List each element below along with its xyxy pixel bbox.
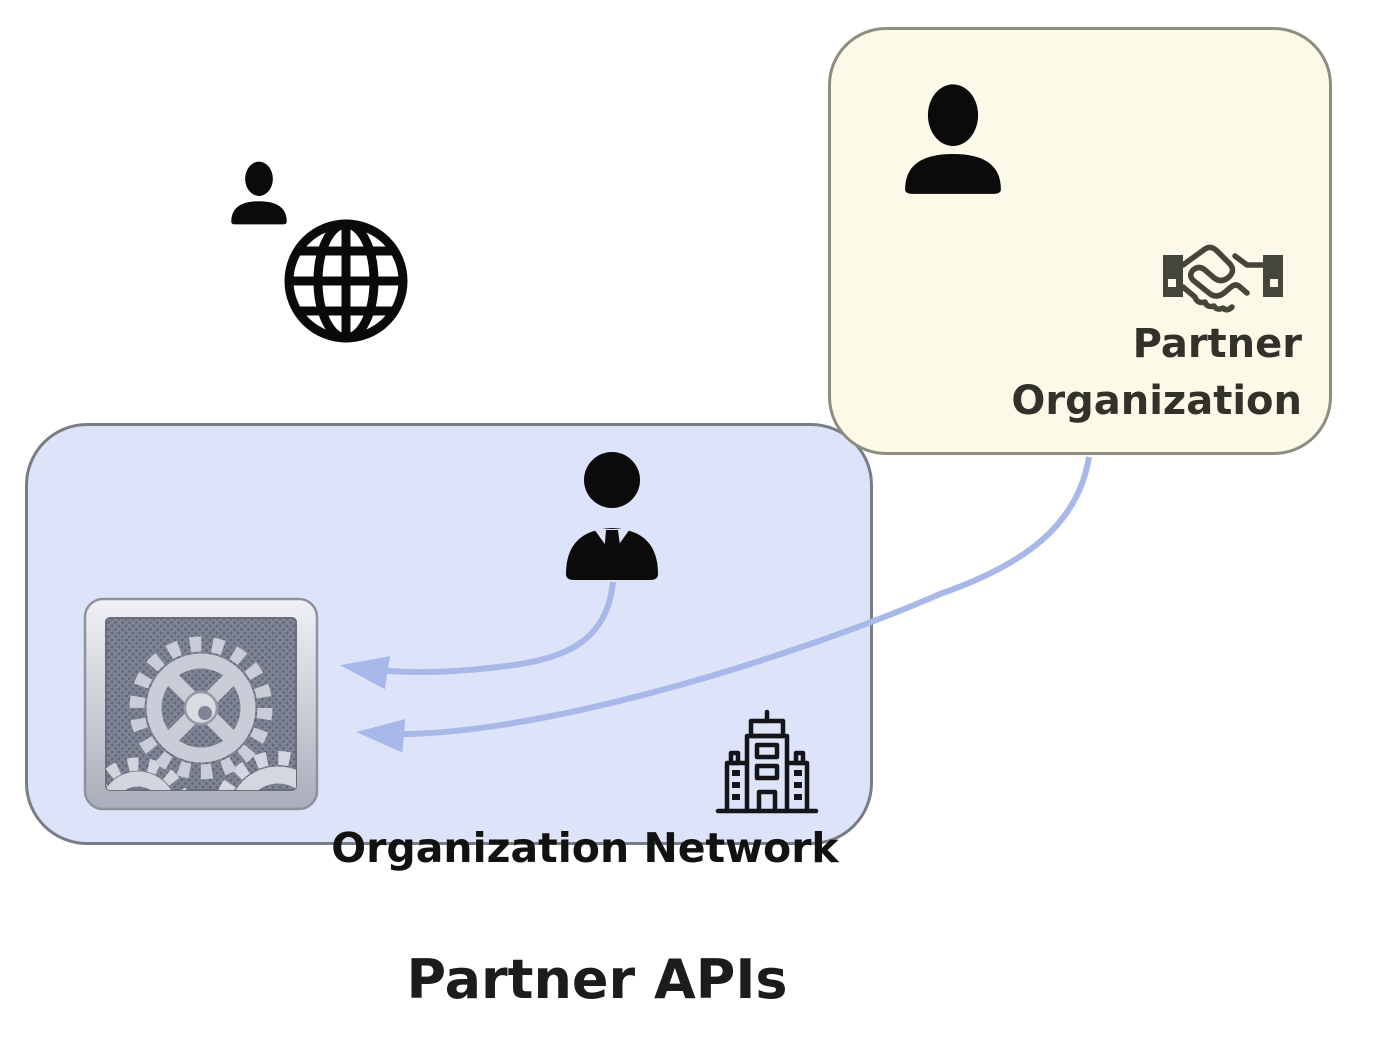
diagram-title: Partner APIs <box>406 948 788 1011</box>
globe-icon <box>284 219 408 343</box>
partner-organization-label-line2: Organization <box>1011 378 1302 424</box>
user-icon <box>905 84 1001 194</box>
business-user-icon <box>566 452 658 580</box>
partner-organization-box <box>828 27 1332 455</box>
building-icon <box>715 709 819 814</box>
handshake-icon <box>1163 244 1283 313</box>
partner-organization-label-line1: Partner <box>1132 321 1302 367</box>
system-gears-icon <box>83 597 319 811</box>
partner-organization-label: Partner Organization <box>1011 316 1302 430</box>
user-icon <box>231 161 287 225</box>
organization-network-label: Organization Network <box>331 824 839 872</box>
